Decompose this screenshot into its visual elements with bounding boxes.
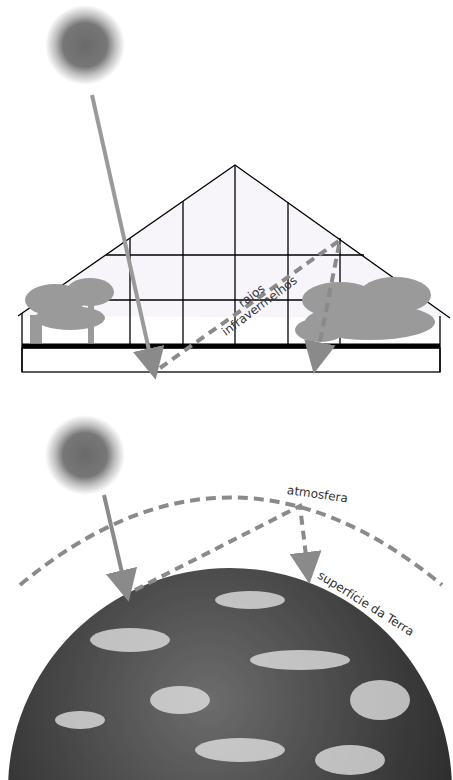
atmosphere-label: atmosfera [286,484,348,506]
